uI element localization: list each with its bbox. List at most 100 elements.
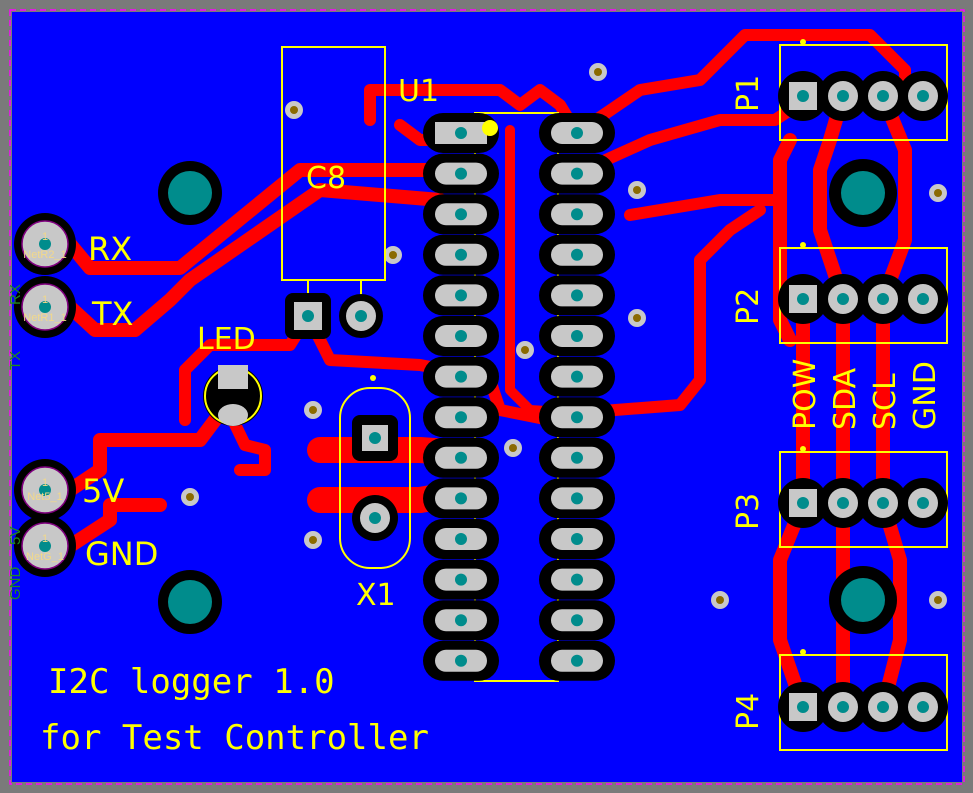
via-hole [521, 346, 529, 354]
pad-net-label: NetG_1 [26, 551, 64, 563]
pad-hole [455, 492, 467, 505]
board-title-line1: I2C logger 1.0 [48, 662, 335, 702]
label-5v: 5V [82, 472, 124, 510]
via-hole [716, 596, 724, 604]
label-p4: P4 [731, 693, 766, 730]
label-pin-pow: POW [788, 359, 823, 430]
connector-p3[interactable] [778, 446, 948, 548]
pad-hole [571, 248, 583, 261]
pad-hole [455, 654, 467, 667]
pad-hole [877, 90, 889, 102]
pad-net-label: Net5_1 [27, 491, 62, 503]
pad-hole [797, 497, 809, 509]
x1-outline [339, 387, 411, 569]
label-tx: TX [91, 295, 133, 333]
pad-number: 1 [42, 533, 48, 545]
label-c8: C8 [306, 161, 346, 196]
left-header: 1 NetR2_1 1 NetR1_1 1 Net5_1 1 NetG_1 [14, 213, 76, 577]
edge-label-tx: TX [7, 351, 24, 370]
pad-hole [455, 289, 467, 302]
connector-p1[interactable] [778, 39, 948, 141]
pad-hole [917, 701, 929, 713]
pad-hole [837, 497, 849, 509]
c8-outline [281, 46, 386, 281]
pad-hole [455, 208, 467, 221]
pin1-dot [800, 649, 806, 655]
pad-hole [571, 208, 583, 221]
pad-hole [797, 293, 809, 305]
pad-hole [455, 330, 467, 342]
pin1-dot [800, 39, 806, 45]
via-hole [509, 444, 517, 452]
via-hole [309, 536, 317, 544]
connector-p2[interactable] [778, 242, 948, 344]
label-pin-sda: SDA [828, 367, 863, 430]
pad-hole [455, 167, 467, 180]
led-component[interactable] [203, 365, 263, 426]
label-u1: U1 [398, 74, 439, 109]
pad-rx: 1 NetR2_1 [14, 213, 76, 275]
via-hole [594, 68, 602, 76]
pad-hole [571, 654, 583, 667]
pad-hole [837, 701, 849, 713]
pad-hole [797, 701, 809, 713]
pad-hole [455, 370, 467, 383]
via-hole [934, 596, 942, 604]
via-hole [389, 251, 397, 259]
via-hole [186, 493, 194, 501]
label-pin-scl: SCL [868, 373, 903, 430]
edge-labels: RX TX 5V GND [7, 284, 24, 600]
label-p2: P2 [731, 288, 766, 325]
pad-hole [917, 90, 929, 102]
pin1-dot [800, 242, 806, 248]
pad-gnd: 1 NetG_1 [14, 515, 76, 577]
via-hole [309, 406, 317, 414]
label-p3: P3 [731, 493, 766, 530]
pad-hole [571, 451, 583, 464]
pad-hole [455, 573, 467, 586]
pad-hole [455, 248, 467, 261]
pad-hole [571, 533, 583, 545]
pad-number: 1 [42, 294, 48, 306]
via-hole [934, 189, 942, 197]
u1-dip28[interactable] [423, 112, 615, 682]
mounting-holes [158, 159, 897, 634]
pad-hole [571, 167, 583, 180]
pad-hole [571, 289, 583, 302]
label-led: LED [197, 322, 256, 357]
edge-label-rx: RX [7, 284, 24, 305]
label-x1: X1 [356, 578, 396, 613]
via-hole [633, 314, 641, 322]
pad-hole [571, 127, 583, 139]
pad-5v: 1 Net5_1 [14, 459, 76, 521]
board-title-line2: for Test Controller [40, 718, 429, 758]
pad-number: 1 [42, 231, 48, 243]
x1-crystal[interactable] [339, 375, 411, 569]
via-hole [290, 106, 298, 114]
pad-hole [571, 614, 583, 627]
pad-hole [917, 497, 929, 509]
pad-number: 1 [42, 477, 48, 489]
pad-hole [571, 330, 583, 342]
label-rx: RX [88, 230, 132, 268]
connectors [778, 39, 948, 751]
label-p1: P1 [731, 75, 766, 112]
pad-hole [455, 451, 467, 464]
led-pad-2 [218, 404, 248, 426]
pad-hole [455, 127, 467, 139]
silkscreen-labels: U1 C8 LED X1 RX TX 5V GND P1 P2 P3 P4 PO… [40, 74, 943, 758]
pad-net-label: NetR1_1 [23, 312, 66, 324]
pad-hole [455, 533, 467, 545]
edge-label-5v: 5V [7, 527, 24, 545]
connector-p4[interactable] [778, 649, 948, 751]
pin1-marker [482, 120, 498, 136]
u1-outline [474, 112, 559, 682]
c8-capacitor[interactable] [281, 46, 386, 339]
mounting-hole [158, 161, 222, 225]
label-gnd: GND [85, 535, 158, 573]
pad-hole [837, 90, 849, 102]
pad-hole [571, 573, 583, 586]
pad-hole [797, 90, 809, 102]
